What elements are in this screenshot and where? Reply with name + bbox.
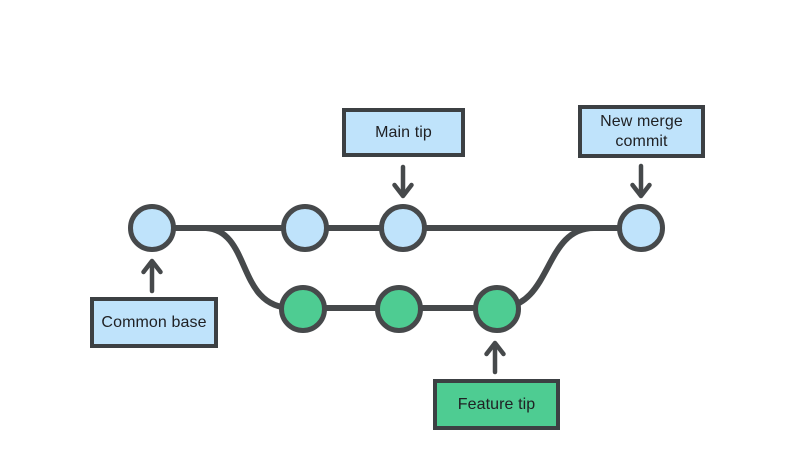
label-main-tip: Main tip (342, 108, 465, 157)
commit-node-feature-1 (279, 285, 327, 333)
common-base-arrow-head (141, 258, 163, 275)
commit-node-main-1 (281, 204, 329, 252)
label-new-merge-commit: New merge commit (578, 105, 705, 158)
label-feature-tip-text: Feature tip (457, 395, 536, 413)
label-common-base: Common base (90, 297, 218, 348)
label-common-base-text: Common base (101, 313, 207, 331)
commit-node-main-tip (379, 204, 427, 252)
label-new-merge-commit-text: New merge commit (600, 113, 683, 150)
label-feature-tip: Feature tip (433, 379, 560, 430)
commit-node-merge-commit (617, 204, 665, 252)
commit-node-common-base (128, 204, 176, 252)
label-main-tip-text: Main tip (375, 123, 432, 141)
feature-tip-arrow-head (484, 340, 506, 357)
commit-node-feature-2 (375, 285, 423, 333)
merge-commit-arrow-head (630, 182, 652, 199)
commit-node-feature-tip (473, 285, 521, 333)
main-tip-arrow-head (392, 182, 414, 199)
